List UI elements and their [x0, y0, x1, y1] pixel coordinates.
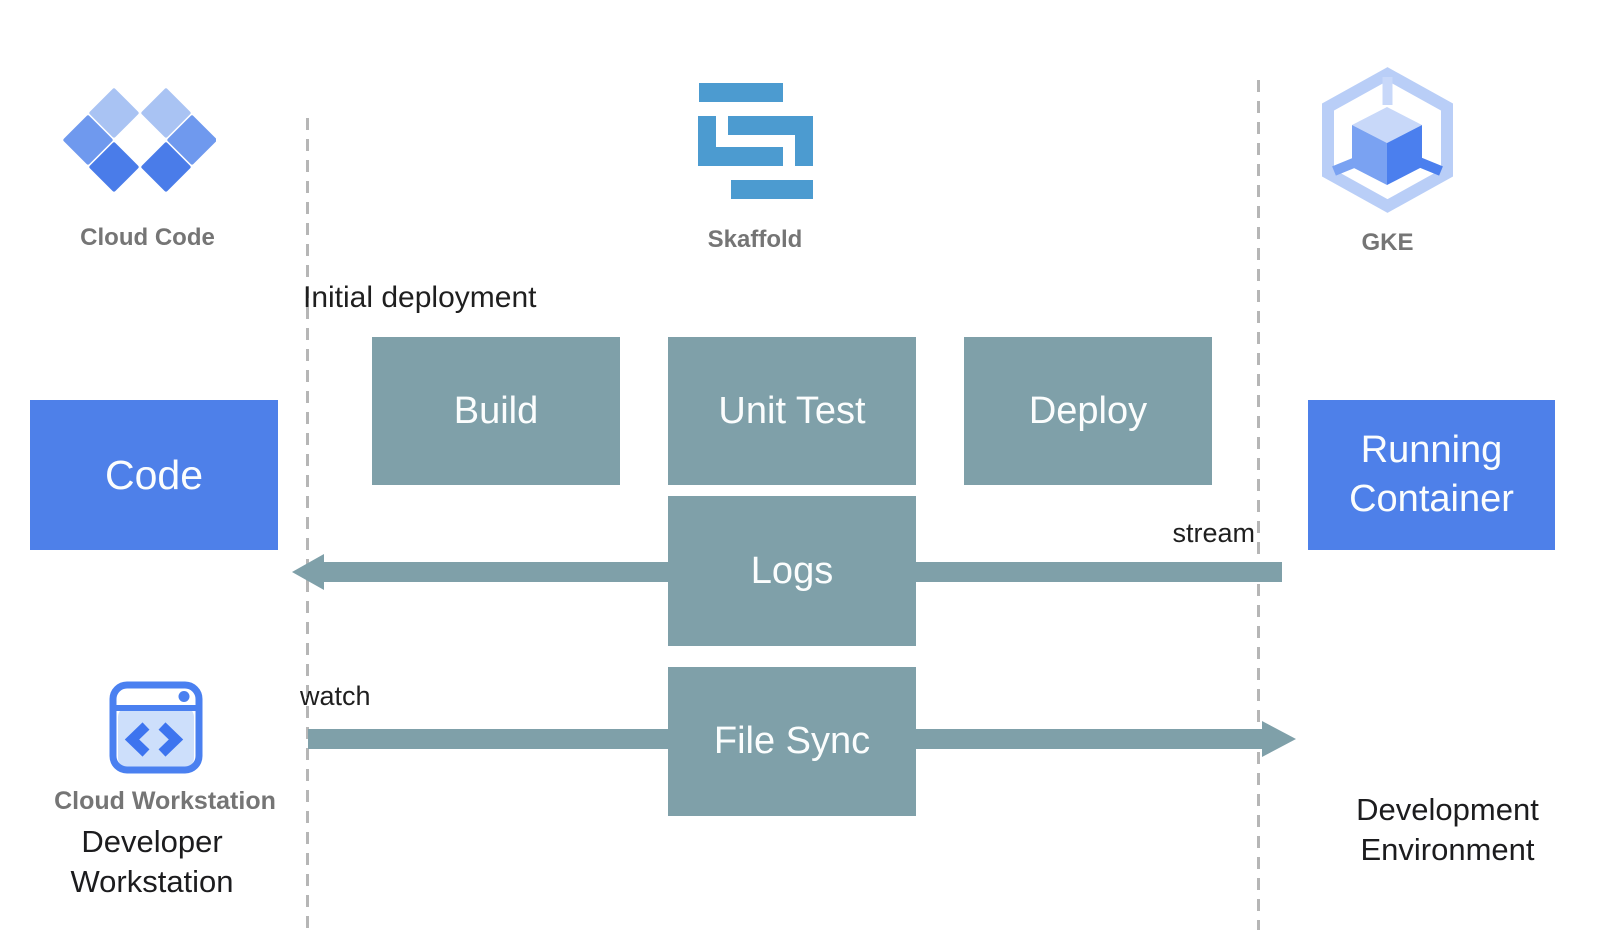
- code-box: Code: [30, 400, 278, 550]
- cloud-code-label: Cloud Code: [80, 224, 215, 251]
- right-boundary-dashed-line: [1257, 80, 1260, 930]
- skaffold-icon: [698, 83, 813, 199]
- file-sync-box: File Sync: [668, 667, 916, 816]
- developer-workstation-caption: Developer Workstation: [70, 824, 234, 899]
- development-environment-caption: Development Environment: [1356, 792, 1539, 867]
- cloud-code-icon: [63, 88, 216, 192]
- running-container-box: Running Container: [1308, 400, 1555, 550]
- gke-label: GKE: [1361, 229, 1414, 256]
- unit-test-box: Unit Test: [668, 337, 916, 485]
- left-boundary-dashed-line: [306, 118, 309, 930]
- logs-box: Logs: [668, 496, 916, 646]
- cloud-workstation-label: Cloud Workstation: [54, 787, 276, 815]
- stream-label: stream: [1172, 518, 1255, 548]
- logs-stream-arrowhead-icon: [292, 554, 324, 590]
- deploy-box: Deploy: [964, 337, 1212, 485]
- gke-icon: [1322, 67, 1453, 213]
- watch-label: watch: [300, 681, 371, 711]
- initial-deployment-label: Initial deployment: [303, 281, 537, 314]
- skaffold-label: Skaffold: [707, 226, 803, 253]
- file-sync-arrowhead-icon: [1262, 721, 1296, 757]
- cloud-workstation-icon: [109, 681, 203, 774]
- build-box: Build: [372, 337, 620, 485]
